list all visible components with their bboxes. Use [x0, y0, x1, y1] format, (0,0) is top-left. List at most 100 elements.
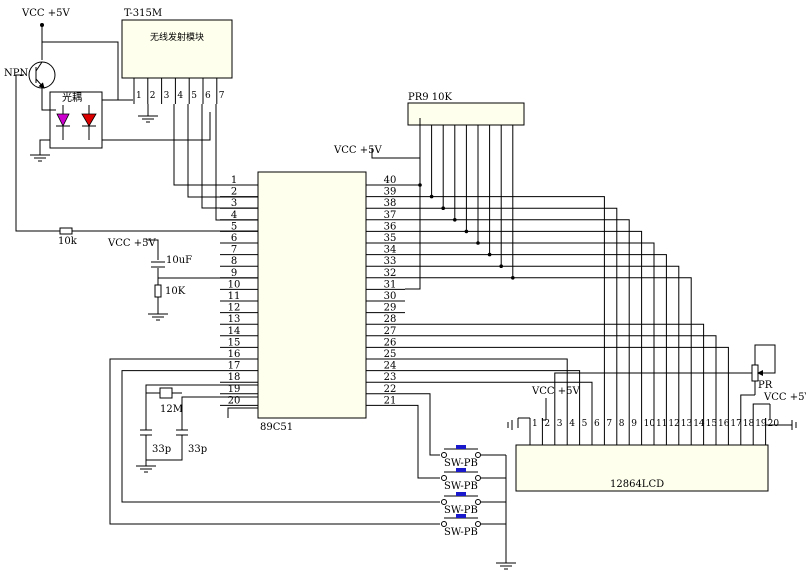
tx-module-title: 无线发射模块 — [150, 31, 204, 43]
mcu-pin-number: 2 — [231, 187, 237, 198]
lcd-pin-number: 2 — [544, 419, 550, 429]
vcc-top-label: VCC +5V — [21, 8, 70, 19]
npn-transistor: NPN — [4, 61, 56, 100]
tx-pin-number: 7 — [219, 91, 225, 101]
lcd-pin-number: 4 — [569, 419, 575, 429]
mcu-pin-number: 7 — [231, 245, 237, 256]
reset-resistor-label: 10K — [165, 286, 186, 297]
mcu-pin-number: 19 — [228, 384, 241, 395]
lcd-pin-number: 11 — [656, 419, 667, 429]
lcd-pin-number: 18 — [743, 419, 755, 429]
cap-33p-1 — [140, 429, 152, 436]
mcu-pin-number: 8 — [231, 256, 237, 267]
resistor-pack-body — [407, 102, 525, 126]
mcu-pin-number: 27 — [384, 326, 397, 337]
tx-pin-number: 2 — [150, 91, 156, 101]
crystal — [159, 387, 173, 399]
mcu-pin-number: 20 — [228, 395, 241, 406]
mcu-pin-number: 32 — [384, 268, 397, 279]
mcu-pin-number: 38 — [384, 198, 397, 209]
mcu-pin-number: 30 — [384, 291, 397, 302]
vcc-lcd-label: VCC +5V — [531, 386, 580, 397]
ground-tx — [138, 115, 158, 123]
cap2-label: 33p — [188, 444, 207, 455]
reset-capacitor-label: 10uF — [166, 255, 192, 266]
switch-label: SW-PB — [444, 527, 478, 538]
mcu-pin-number: 18 — [228, 372, 241, 383]
switch-label: SW-PB — [444, 458, 478, 469]
ground-opto — [30, 154, 50, 162]
mcu-pin-number: 15 — [228, 337, 241, 348]
mcu-pin-number: 21 — [384, 395, 397, 406]
ground-crystal — [136, 465, 156, 473]
vcc-pr9-label: VCC +5V — [333, 145, 382, 156]
switch-group: SW-PB SW-PB SW-PB SW-PB — [441, 445, 507, 538]
lcd-pin-number: 16 — [718, 419, 730, 429]
mcu-pin-number: 34 — [384, 245, 397, 256]
lcd-part: 12864LCD — [610, 479, 664, 490]
lcd-pin-number: 12 — [668, 419, 679, 429]
cap1-label: 33p — [152, 444, 171, 455]
reset-resistor — [154, 284, 162, 298]
mcu-pin-number: 23 — [384, 372, 397, 383]
lcd-pin-number: 20 — [768, 419, 780, 429]
tx-module: T-315M 无线发射模块 — [121, 8, 233, 79]
mcu-pin-number: 37 — [384, 210, 397, 221]
lcd-pin-number: 15 — [706, 419, 718, 429]
mcu-pin-number: 40 — [384, 175, 397, 186]
lcd-body — [515, 444, 769, 492]
mcu-pin-number: 33 — [384, 256, 397, 267]
mcu-pin-number: 3 — [231, 198, 237, 209]
mcu-body — [257, 171, 367, 419]
cap-33p-2 — [176, 429, 188, 436]
vcc-pot-label: VCC +5V — [763, 392, 806, 403]
ground-main — [496, 562, 516, 570]
mcu-part: 89C51 — [260, 422, 293, 433]
mcu-pin-number: 10 — [228, 279, 241, 290]
mcu-pin-number: 35 — [384, 233, 397, 244]
mcu-pin-number: 5 — [231, 221, 237, 232]
switch-label: SW-PB — [444, 481, 478, 492]
lcd-pin-number: 3 — [557, 419, 563, 429]
optocoupler-label: 光耦 — [62, 91, 82, 104]
mcu-pin-number: 14 — [228, 326, 241, 337]
base-resistor — [59, 227, 73, 235]
optocoupler: 光耦 — [49, 91, 103, 149]
potentiometer — [751, 364, 763, 382]
mcu-pin-number: 17 — [228, 361, 241, 372]
tx-pin-number: 1 — [136, 91, 142, 101]
vcc-reset-label: VCC +5V — [107, 238, 156, 249]
mcu-pin-number: 11 — [228, 291, 241, 302]
lcd-pin-number: 1 — [532, 419, 538, 429]
mcu-pin-number: 29 — [384, 303, 397, 314]
mcu-pin-number: 26 — [384, 337, 397, 348]
lcd-pin-number: 8 — [619, 419, 625, 429]
tx-module-part: T-315M — [124, 8, 162, 19]
lcd-pin-number: 14 — [693, 419, 705, 429]
ground-reset — [148, 313, 168, 321]
resistor-pack-label: PR9 10K — [408, 92, 453, 103]
tx-pin-number: 3 — [164, 91, 170, 101]
vcc-top-symbol: VCC +5V — [21, 8, 70, 60]
mcu-pin-number: 6 — [231, 233, 237, 244]
mcu-pin-number: 25 — [384, 349, 397, 360]
lcd-pin-number: 17 — [730, 419, 742, 429]
ground-lcd — [507, 420, 513, 430]
mcu-pin-number: 12 — [228, 303, 241, 314]
lcd-pin-number: 7 — [606, 419, 612, 429]
tx-pin-number: 4 — [177, 91, 183, 101]
crystal-label: 12M — [160, 404, 183, 415]
lcd-pin-number: 13 — [681, 419, 693, 429]
mcu-pin-number: 28 — [384, 314, 397, 325]
base-resistor-label: 10k — [58, 236, 78, 247]
lcd-pin-number: 5 — [582, 419, 588, 429]
reset-capacitor — [151, 261, 165, 268]
npn-label: NPN — [4, 68, 28, 79]
lcd-pin-number: 9 — [631, 419, 637, 429]
lcd-pin-number: 19 — [755, 419, 767, 429]
mcu-pin-number: 24 — [384, 361, 397, 372]
ground-lcd-right — [791, 420, 797, 430]
mcu-pin-number: 22 — [384, 384, 397, 395]
switch-label: SW-PB — [444, 505, 478, 516]
